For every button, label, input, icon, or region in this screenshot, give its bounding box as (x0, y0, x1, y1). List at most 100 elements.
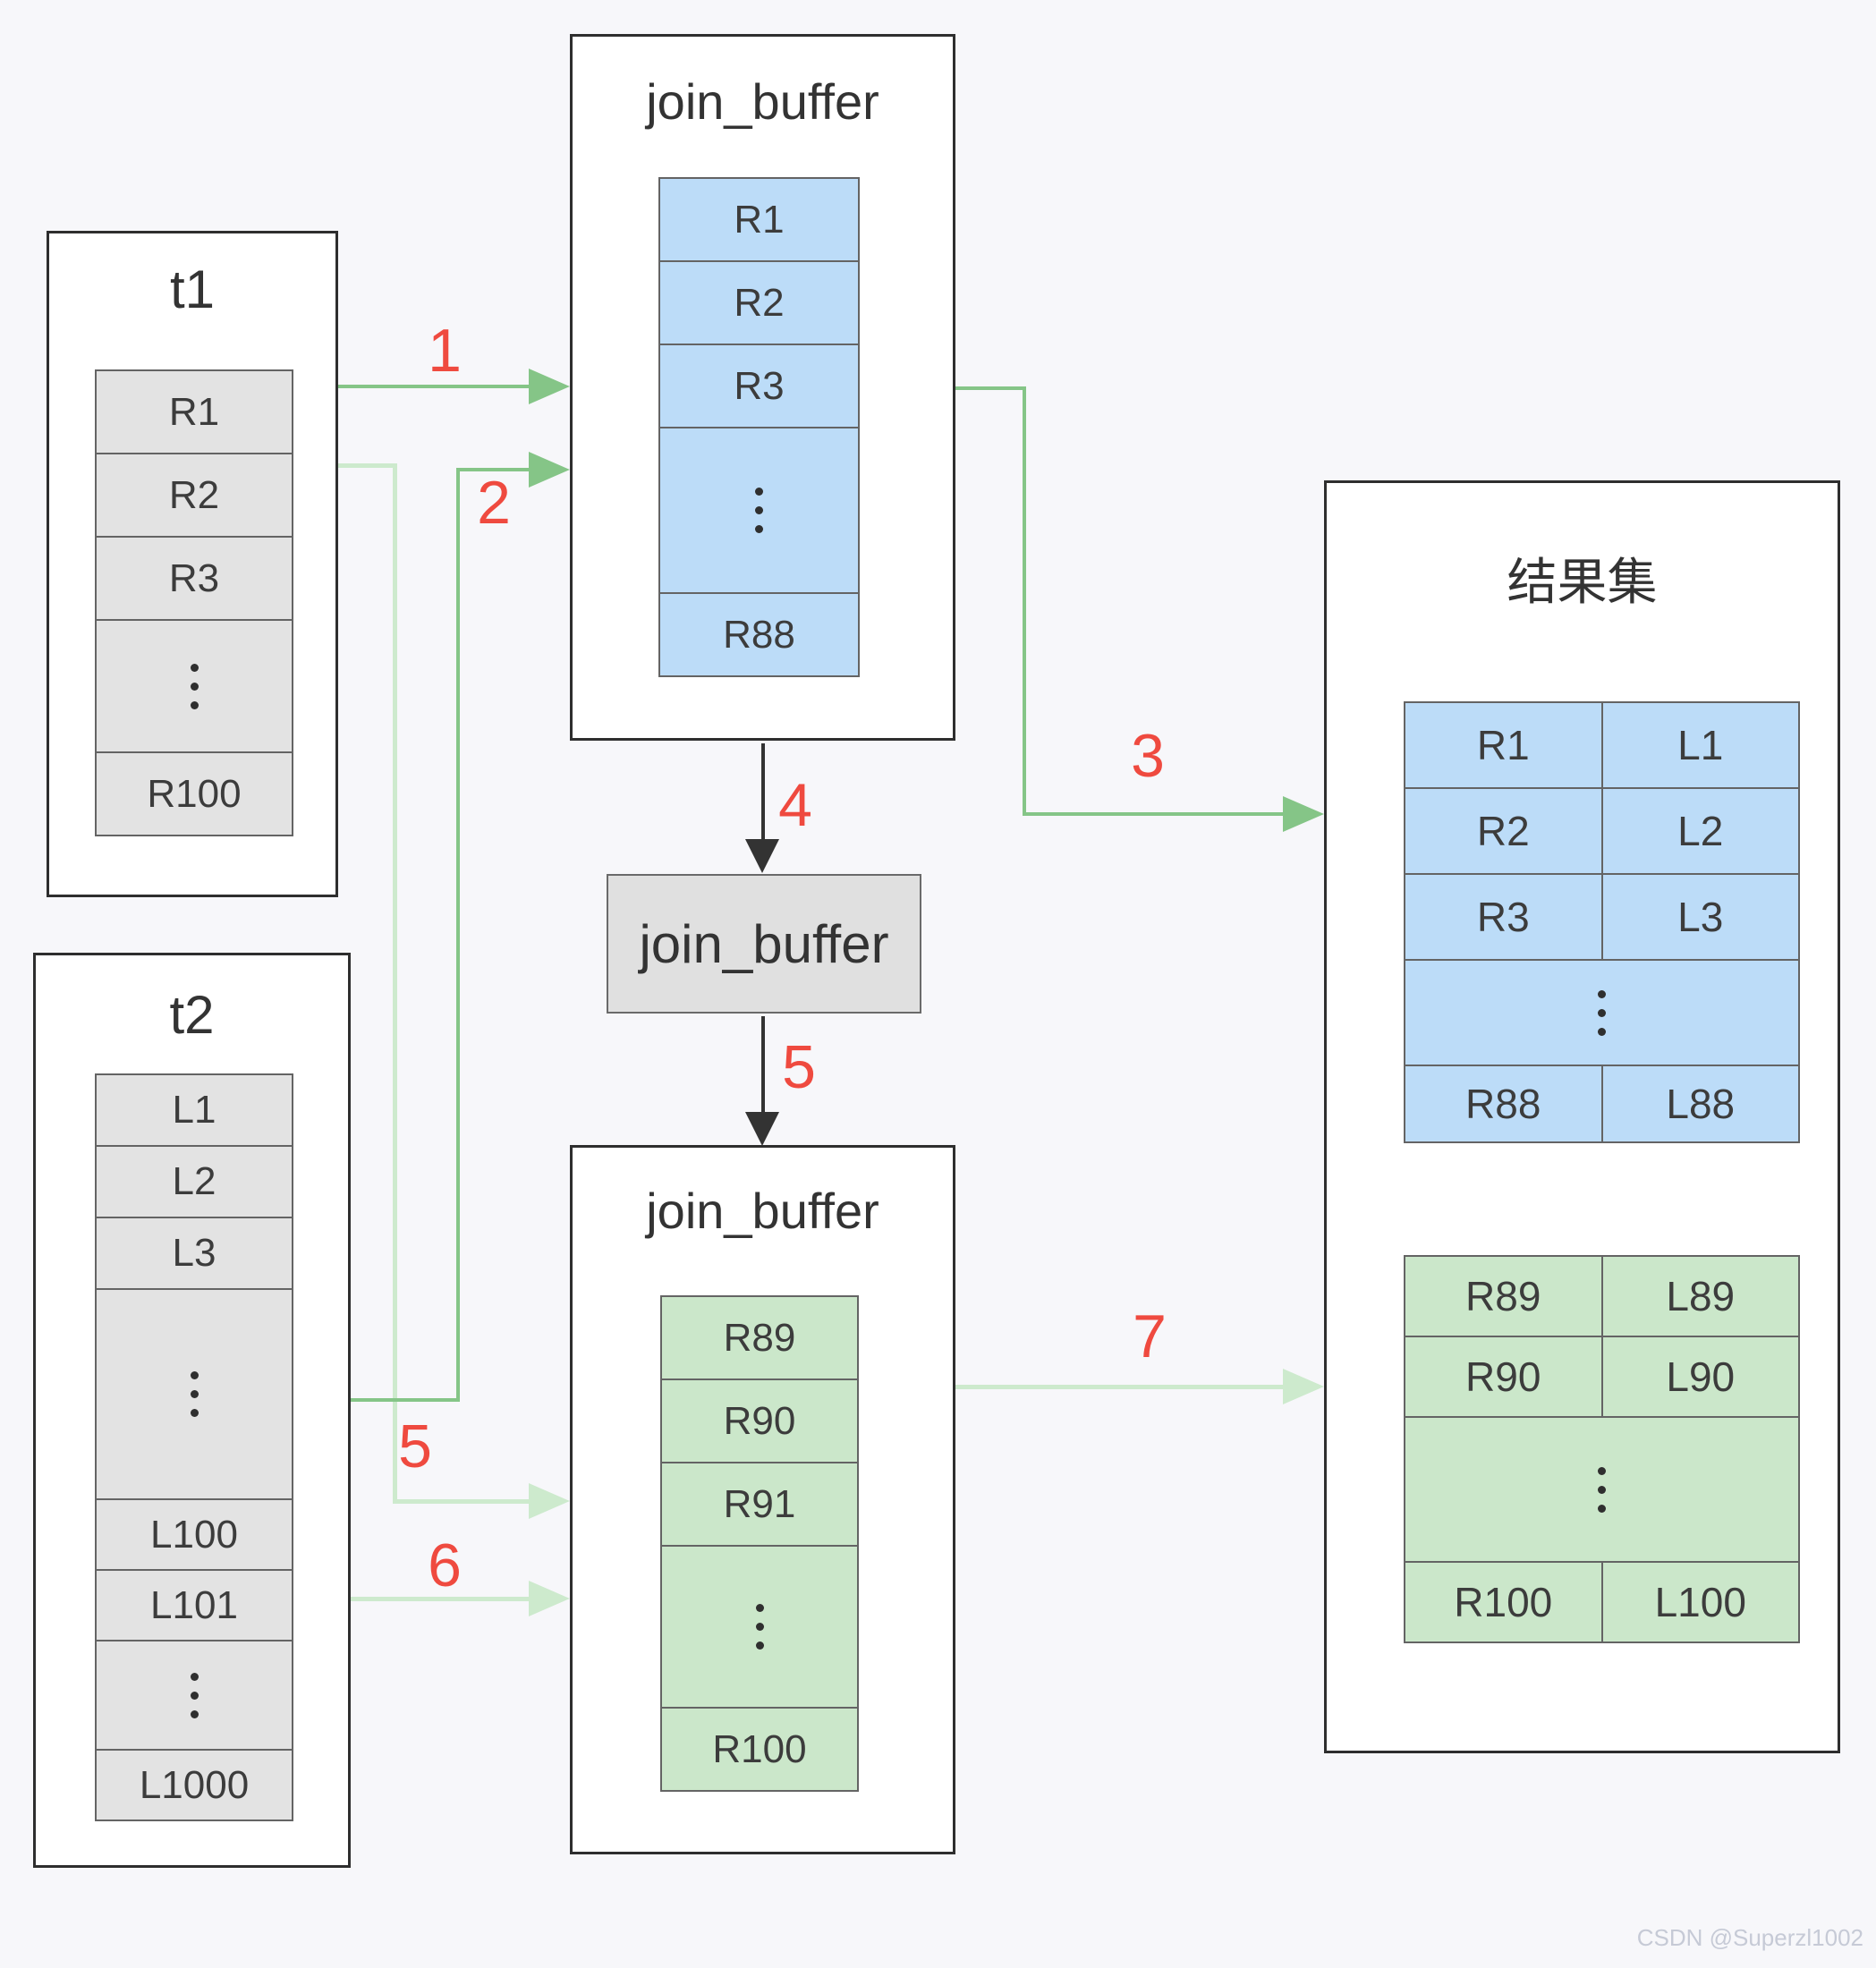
result-cell: R100 (1404, 1561, 1603, 1643)
join-buffer-top-title: join_buffer (646, 73, 879, 130)
result-cell: L89 (1600, 1255, 1800, 1337)
buffer-row: R3 (658, 344, 860, 428)
result-cell: L1 (1600, 701, 1800, 789)
result-batch1-table: R1 L1 R2 L2 R3 L3 R88 L88 (1404, 701, 1800, 1143)
result-row: R100 L100 (1404, 1561, 1800, 1643)
table-row: R1 (95, 369, 293, 454)
ellipsis-dots (190, 1691, 199, 1700)
table-t2-title: t2 (169, 985, 215, 1045)
result-row-ellipsis (1404, 959, 1800, 1066)
buffer-row: R89 (660, 1295, 859, 1380)
arrow-step3-head (1283, 796, 1324, 832)
arrow-step2-line (351, 1398, 460, 1402)
buffer-row: R100 (660, 1707, 859, 1792)
result-cell: L88 (1600, 1065, 1800, 1143)
step-label-6: 6 (428, 1531, 462, 1599)
result-row: R90 L90 (1404, 1336, 1800, 1418)
table-row: L1000 (95, 1749, 293, 1821)
result-row: R1 L1 (1404, 701, 1800, 789)
result-cell: R89 (1404, 1255, 1603, 1337)
table-row: L1 (95, 1073, 293, 1147)
table-row-ellipsis (95, 619, 293, 753)
ellipsis-dots (1598, 1485, 1606, 1494)
join-buffer-top-rows: R1 R2 R3 R88 (658, 177, 860, 677)
step-label-4: 4 (778, 771, 812, 839)
step-label-5: 5 (782, 1033, 816, 1101)
ellipsis-dots (190, 682, 199, 691)
result-row: R3 L3 (1404, 873, 1800, 961)
result-row-ellipsis (1404, 1416, 1800, 1563)
arrow-step6-line (351, 1597, 531, 1601)
step-label-1: 1 (428, 317, 462, 385)
buffer-row: R88 (658, 592, 860, 677)
buffer-row-ellipsis (660, 1545, 859, 1709)
watermark: CSDN @Superzl1002 (1636, 1924, 1863, 1951)
arrow-step2-line (456, 468, 460, 1402)
table-row: R3 (95, 536, 293, 621)
table-row-ellipsis (95, 1640, 293, 1751)
arrow-step4-head (745, 839, 779, 873)
arrow-step6-head (529, 1581, 570, 1616)
table-row: R100 (95, 751, 293, 836)
result-cell: L2 (1600, 787, 1800, 875)
result-cell-ellipsis (1404, 959, 1800, 1066)
result-row: R2 L2 (1404, 787, 1800, 875)
table-row: L101 (95, 1569, 293, 1641)
arrow-step3-line (1023, 386, 1026, 816)
buffer-row-ellipsis (658, 427, 860, 594)
table-t2-rows: L1 L2 L3 L100 L101 L1000 (95, 1073, 293, 1821)
ellipsis-dots (190, 1390, 199, 1398)
arrow-step3-line (955, 386, 1026, 390)
arrow-step5-line (761, 1016, 765, 1116)
result-cell: R90 (1404, 1336, 1603, 1418)
ellipsis-dots (1598, 1008, 1606, 1017)
arrow-step7-line (955, 1385, 1285, 1389)
table-row-ellipsis (95, 1288, 293, 1500)
table-t1-box: t1 R1 R2 R3 R100 (47, 231, 338, 897)
ellipsis-dots (755, 506, 763, 514)
result-set-box: 结果集 R1 L1 R2 L2 R3 L3 R88 L88 (1324, 480, 1840, 1753)
table-t2-box: t2 L1 L2 L3 L100 L101 L1000 (33, 953, 351, 1868)
join-buffer-top-box: join_buffer R1 R2 R3 R88 (570, 34, 955, 741)
result-cell: R88 (1404, 1065, 1603, 1143)
arrow-step5-side-line (338, 463, 397, 468)
table-row: L2 (95, 1145, 293, 1218)
arrow-step3-line (1023, 812, 1284, 816)
table-row: L100 (95, 1498, 293, 1571)
arrow-step2-line (456, 468, 532, 471)
result-cell: L3 (1600, 873, 1800, 961)
buffer-row: R91 (660, 1462, 859, 1547)
result-batch2-table: R89 L89 R90 L90 R100 L100 (1404, 1255, 1800, 1643)
arrow-step5-side-line (393, 463, 397, 1503)
step-label-7: 7 (1133, 1302, 1167, 1370)
buffer-row: R90 (660, 1378, 859, 1463)
arrow-step7-head (1283, 1369, 1324, 1404)
result-set-title: 结果集 (1507, 554, 1658, 610)
result-row: R88 L88 (1404, 1065, 1800, 1143)
arrow-step1-head (529, 369, 570, 404)
join-buffer-bottom-title: join_buffer (646, 1183, 879, 1239)
table-row: L3 (95, 1217, 293, 1290)
result-cell: R3 (1404, 873, 1603, 961)
result-row: R89 L89 (1404, 1255, 1800, 1337)
result-cell: R2 (1404, 787, 1603, 875)
table-row: R2 (95, 453, 293, 538)
arrow-step4-line (761, 743, 765, 844)
buffer-row: R2 (658, 260, 860, 345)
step-label-2: 2 (477, 469, 511, 537)
result-cell: L100 (1600, 1561, 1800, 1643)
arrow-step5-side-line (393, 1499, 531, 1504)
result-cell: L90 (1600, 1336, 1800, 1418)
arrow-step1-line (338, 385, 531, 388)
table-t1-title: t1 (169, 259, 216, 319)
result-cell: R1 (1404, 701, 1603, 789)
ellipsis-dots (755, 1623, 764, 1631)
step-label-5-side: 5 (398, 1412, 432, 1480)
arrow-step5-side-head (529, 1483, 570, 1519)
result-cell-ellipsis (1404, 1416, 1800, 1563)
step-label-3: 3 (1131, 722, 1165, 790)
join-buffer-bottom-rows: R89 R90 R91 R100 (660, 1295, 859, 1792)
buffer-row: R1 (658, 177, 860, 262)
join-buffer-bottom-box: join_buffer R89 R90 R91 R100 (570, 1145, 955, 1854)
